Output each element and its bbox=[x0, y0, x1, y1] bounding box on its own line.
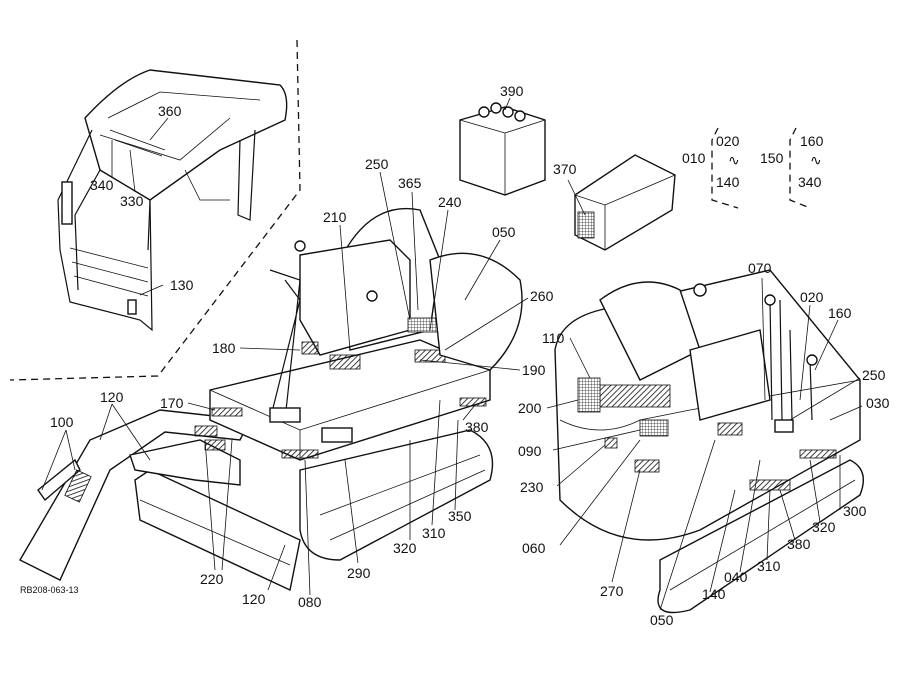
group-150: 150 bbox=[760, 150, 784, 166]
callout-130: 130 bbox=[170, 277, 194, 293]
callout-360: 360 bbox=[158, 103, 182, 119]
group-010-sep: ∿ bbox=[728, 152, 740, 168]
callout-060: 060 bbox=[522, 540, 546, 556]
excavator-left-drawing bbox=[19, 207, 523, 592]
callout-240: 240 bbox=[438, 194, 462, 210]
callout-190: 190 bbox=[522, 362, 546, 378]
callout-300: 300 bbox=[843, 503, 867, 519]
section-divider bbox=[9, 39, 301, 381]
callout-050-left: 050 bbox=[492, 224, 516, 240]
cabin-canopy-drawing bbox=[57, 69, 288, 332]
callout-120-upper: 120 bbox=[100, 389, 124, 405]
callout-050-right: 050 bbox=[650, 612, 674, 628]
group-010-to: 140 bbox=[716, 174, 740, 190]
callout-030: 030 bbox=[866, 395, 890, 411]
callout-330: 330 bbox=[120, 193, 144, 209]
callout-340: 340 bbox=[90, 177, 114, 193]
callout-160: 160 bbox=[828, 305, 852, 321]
callout-100: 100 bbox=[50, 414, 74, 430]
battery-drawing bbox=[459, 102, 546, 196]
callout-380-right: 380 bbox=[787, 536, 811, 552]
callout-250-left: 250 bbox=[365, 156, 389, 172]
callout-120-lower: 120 bbox=[242, 591, 266, 607]
callout-070: 070 bbox=[748, 260, 772, 276]
callout-230: 230 bbox=[520, 479, 544, 495]
callout-350: 350 bbox=[448, 508, 472, 524]
callout-290: 290 bbox=[347, 565, 371, 581]
callout-370: 370 bbox=[553, 161, 577, 177]
callout-310-left: 310 bbox=[422, 525, 446, 541]
group-150-to: 340 bbox=[798, 174, 822, 190]
excavator-right-drawing bbox=[554, 269, 864, 614]
callout-320-left: 320 bbox=[393, 540, 417, 556]
callout-110: 110 bbox=[542, 330, 565, 346]
callout-220: 220 bbox=[200, 571, 224, 587]
callout-250-right: 250 bbox=[862, 367, 886, 383]
callout-170: 170 bbox=[160, 395, 184, 411]
callout-140: 140 bbox=[702, 586, 726, 602]
drawing-code: RB208-063-13 bbox=[20, 585, 79, 595]
callout-020: 020 bbox=[800, 289, 824, 305]
group-010: 010 bbox=[682, 150, 706, 166]
callout-390: 390 bbox=[500, 83, 524, 99]
group-010-from: 020 bbox=[716, 133, 740, 149]
toolbox-drawing bbox=[574, 154, 676, 251]
callout-090: 090 bbox=[518, 443, 542, 459]
group-150-from: 160 bbox=[800, 133, 824, 149]
callout-310-right: 310 bbox=[757, 558, 781, 574]
callout-365: 365 bbox=[398, 175, 422, 191]
callout-380-left: 380 bbox=[465, 419, 489, 435]
callout-180: 180 bbox=[212, 340, 236, 356]
leader-lines bbox=[41, 97, 863, 611]
callout-080: 080 bbox=[298, 594, 322, 610]
callout-210: 210 bbox=[323, 209, 347, 225]
group-brackets bbox=[711, 127, 811, 209]
callout-320-right: 320 bbox=[812, 519, 836, 535]
callout-270: 270 bbox=[600, 583, 624, 599]
callout-labels: 360 340 330 130 390 370 010 020 ∿ 140 15… bbox=[20, 83, 890, 628]
callout-260: 260 bbox=[530, 288, 554, 304]
group-150-sep: ∿ bbox=[810, 152, 822, 168]
callout-200: 200 bbox=[518, 400, 542, 416]
callout-040: 040 bbox=[724, 569, 748, 585]
